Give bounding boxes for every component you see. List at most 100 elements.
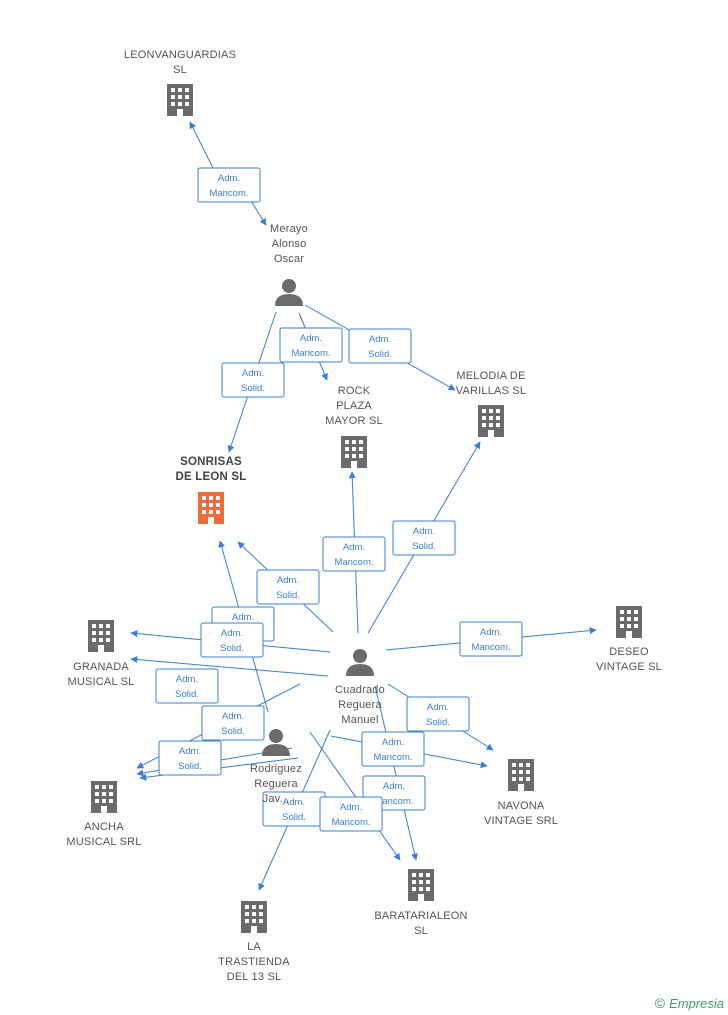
role-badge-adm-mancom[interactable]: Adm.Mancom.: [319, 796, 383, 832]
role-badge-adm-solid[interactable]: Adm.Solid.: [158, 740, 222, 776]
building-icon[interactable]: [478, 405, 504, 437]
role-badge-text: Adm.: [382, 737, 404, 748]
building-icon[interactable]: [241, 901, 267, 933]
node-label[interactable]: VINTAGE SL: [596, 661, 662, 673]
building-icon[interactable]: [91, 781, 117, 813]
node-label[interactable]: LA: [247, 941, 261, 953]
node-rock-plaza[interactable]: ROCK PLAZA MAYOR SL: [325, 385, 383, 468]
building-icon[interactable]: [198, 492, 224, 524]
node-label[interactable]: DEL 13 SL: [227, 971, 282, 983]
role-badge-text: Mancom.: [209, 188, 248, 199]
node-melodia[interactable]: MELODIA DE VARILLAS SL: [456, 370, 526, 437]
node-label[interactable]: BARATARIALEON: [374, 910, 467, 922]
node-rodriguez[interactable]: RodriguezRegueraJav...: [250, 729, 302, 805]
person-icon[interactable]: [346, 649, 374, 676]
person-icon[interactable]: [275, 279, 303, 306]
node-granada[interactable]: GRANADA MUSICAL SL: [67, 620, 134, 688]
role-badge-text: Adm.: [343, 542, 365, 553]
node-label[interactable]: LEONVANGUARDIAS: [124, 49, 236, 61]
node-label[interactable]: VARILLAS SL: [456, 385, 526, 397]
role-badge-text: Solid.: [368, 349, 392, 360]
node-label[interactable]: Alonso: [272, 238, 307, 250]
node-trastienda[interactable]: LA TRASTIENDA DEL 13 SL: [218, 901, 290, 983]
role-badge-adm-mancom[interactable]: Adm.Mancom.: [322, 536, 386, 572]
role-badge-adm-solid[interactable]: Adm.Solid.: [256, 569, 320, 605]
role-badge-adm-solid[interactable]: Adm.Solid.: [155, 668, 219, 704]
building-icon[interactable]: [88, 620, 114, 652]
building-icon[interactable]: [408, 869, 434, 901]
node-label[interactable]: DE LEON SL: [175, 471, 246, 483]
role-badge-adm-solid[interactable]: Adm.Solid.: [348, 328, 412, 364]
role-badge-text: Adm.: [221, 628, 243, 639]
role-badge-text: Solid.: [426, 717, 450, 728]
role-badge-text: Solid.: [276, 590, 300, 601]
copyright-symbol: ©: [654, 995, 666, 1011]
building-icon[interactable]: [508, 759, 534, 791]
role-badge-text: Solid.: [282, 812, 306, 823]
role-badge-text: Solid.: [241, 383, 265, 394]
node-label[interactable]: Cuadrado: [335, 684, 385, 696]
role-badge-adm-solid[interactable]: Adm.Solid.: [406, 696, 470, 732]
node-label[interactable]: Reguera: [254, 778, 298, 790]
node-label[interactable]: GRANADA: [73, 661, 129, 673]
role-badge-text: Mancom.: [291, 348, 330, 359]
role-badge-text: Adm.: [242, 368, 264, 379]
node-label[interactable]: SONRISAS: [180, 456, 242, 468]
node-label[interactable]: SL: [173, 64, 187, 76]
node-label[interactable]: PLAZA: [336, 400, 372, 412]
node-label[interactable]: Rodriguez: [250, 763, 302, 775]
node-label[interactable]: Jav...: [263, 793, 290, 805]
role-badge-adm-mancom[interactable]: Adm. Mancom.: [279, 327, 343, 363]
node-label[interactable]: TRASTIENDA: [218, 956, 290, 968]
role-badge-frame: [256, 569, 320, 605]
node-deseo[interactable]: DESEO VINTAGE SL: [596, 606, 662, 673]
role-badge-frame: [459, 621, 523, 657]
relation-edge: [374, 685, 418, 861]
role-badge-adm-mancom[interactable]: Adm.Mancom.: [361, 731, 425, 767]
node-label[interactable]: SL: [414, 925, 428, 937]
node-label[interactable]: MAYOR SL: [325, 415, 383, 427]
brand-mark[interactable]: © Empresia: [655, 995, 724, 1011]
node-label[interactable]: Reguera: [338, 699, 382, 711]
node-label[interactable]: MUSICAL SRL: [66, 836, 141, 848]
role-badge-adm-solid[interactable]: Adm. Solid.: [221, 362, 285, 398]
role-badge-adm-solid[interactable]: Adm.Solid.: [392, 520, 456, 556]
role-badge-text: Mancom.: [374, 796, 413, 807]
role-badge-text: Solid.: [220, 643, 244, 654]
building-icon[interactable]: [167, 84, 193, 116]
node-label[interactable]: ROCK: [338, 385, 371, 397]
node-label[interactable]: Merayo: [270, 223, 308, 235]
node-navona[interactable]: NAVONA VINTAGE SRL: [484, 759, 558, 827]
role-badge-frame: [392, 520, 456, 556]
building-icon[interactable]: [616, 606, 642, 638]
node-barataria[interactable]: BARATARIALEON SL: [374, 869, 467, 937]
role-badge-frame: [348, 328, 412, 364]
role-badge-frame: [406, 696, 470, 732]
building-icon[interactable]: [341, 436, 367, 468]
role-badge-adm-solid[interactable]: Adm. Solid.: [200, 622, 264, 658]
role-badge-adm-mancom[interactable]: Adm.Mancom.: [459, 621, 523, 657]
node-label[interactable]: NAVONA: [498, 800, 545, 812]
role-badge-text: Adm.: [300, 333, 322, 344]
role-badge-frame: [200, 622, 264, 658]
node-label[interactable]: MUSICAL SL: [67, 676, 134, 688]
node-label[interactable]: VINTAGE SRL: [484, 815, 558, 827]
relation-edge: [250, 200, 267, 226]
role-badge-text: Solid.: [412, 541, 436, 552]
role-badge-adm-solid[interactable]: Adm.Solid.: [201, 705, 265, 741]
node-label[interactable]: DESEO: [609, 646, 649, 658]
node-label[interactable]: MELODIA DE: [456, 370, 525, 382]
role-badge-text: Adm.: [222, 711, 244, 722]
brand-name: Empresia: [669, 995, 724, 1011]
node-label[interactable]: Oscar: [274, 253, 304, 265]
node-ancha[interactable]: ANCHA MUSICAL SRL: [66, 781, 141, 848]
node-label[interactable]: Manuel: [341, 714, 378, 726]
person-icon[interactable]: [262, 729, 290, 756]
node-leonvanguardias[interactable]: LEONVANGUARDIAS SL: [124, 49, 236, 116]
role-badge-adm-mancom[interactable]: Adm.Mancom.: [197, 167, 261, 203]
node-sonrisas[interactable]: SONRISAS DE LEON SL: [175, 456, 246, 524]
node-label[interactable]: ANCHA: [84, 821, 124, 833]
role-badge-text: Adm.: [232, 612, 254, 623]
